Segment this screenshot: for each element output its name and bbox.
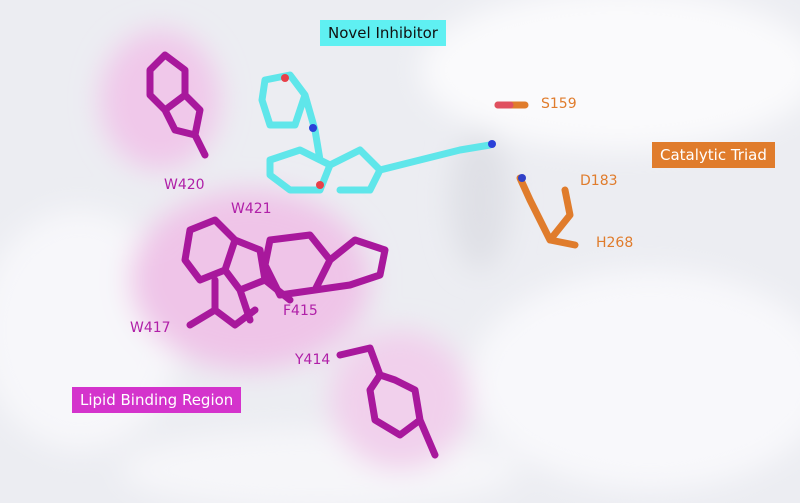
- residue-label-w421: W421: [231, 201, 272, 217]
- residue-label-w417: W417: [130, 320, 171, 336]
- catalytic-triad-callout: Catalytic Triad: [652, 142, 775, 168]
- residue-y414-sticks: [336, 344, 439, 459]
- residue-label-s159: S159: [541, 96, 577, 112]
- residue-label-d183: D183: [580, 173, 618, 189]
- residue-label-y414: Y414: [295, 352, 331, 368]
- lipid-binding-region-callout: Lipid Binding Region: [72, 387, 242, 413]
- residue-w420-sticks: [146, 51, 209, 159]
- residue-label-w420: W420: [164, 177, 205, 193]
- inhibitor-heteroatoms: [281, 74, 496, 189]
- residue-w421-f415-sticks: [181, 216, 389, 329]
- residue-label-h268: H268: [596, 235, 634, 251]
- novel-inhibitor-callout: Novel Inhibitor: [320, 20, 446, 46]
- residue-label-f415: F415: [283, 303, 318, 319]
